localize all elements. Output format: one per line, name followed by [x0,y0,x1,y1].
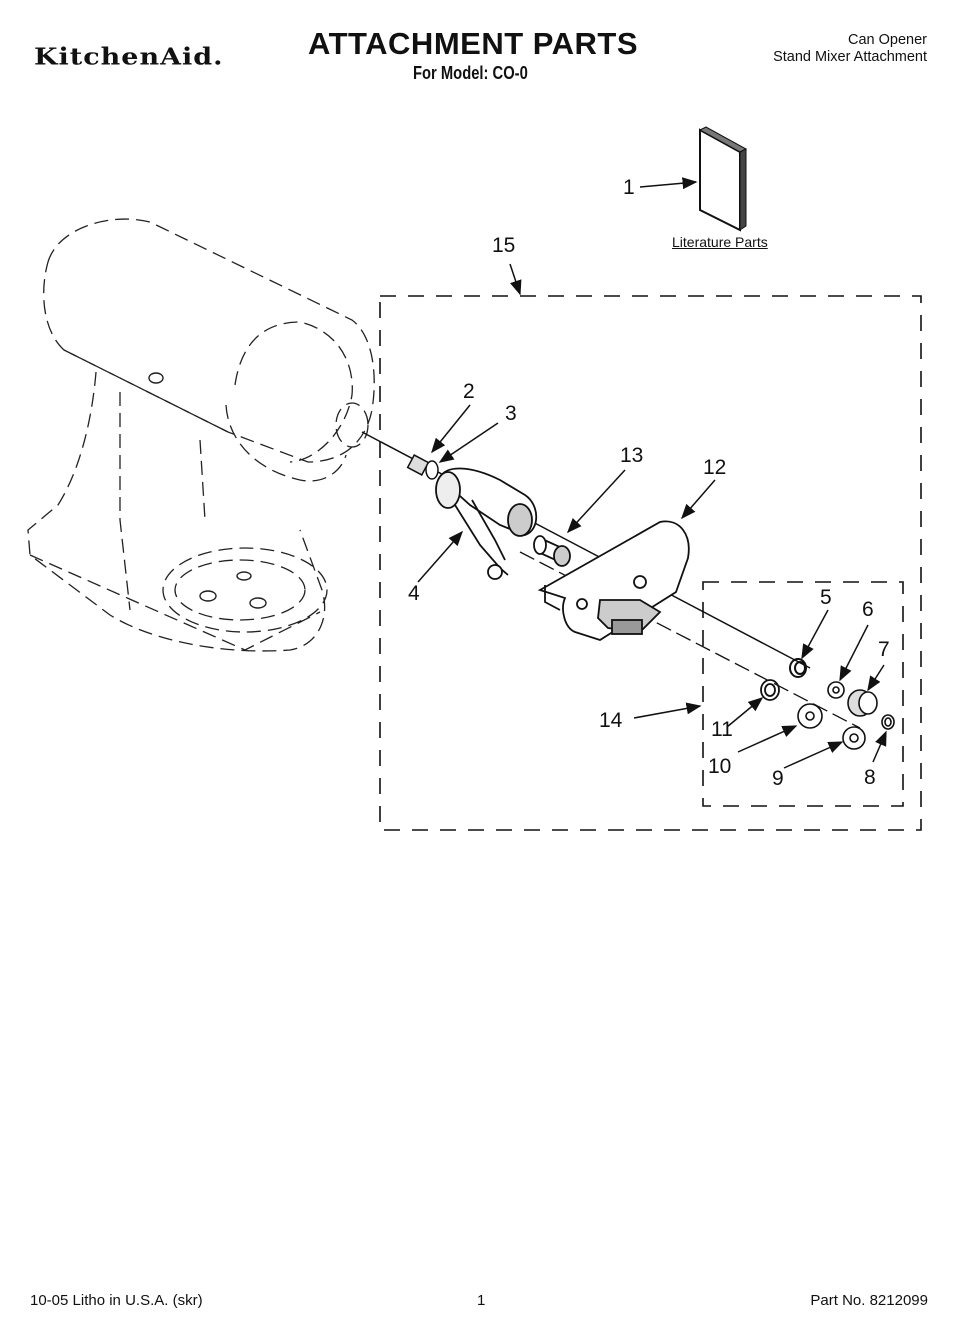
callout-6: 6 [862,598,874,621]
washer-icon [760,679,780,701]
cutter-plate-icon [537,520,690,641]
assembly-15-boundary [379,295,922,831]
callout-11: 11 [711,718,733,741]
callout-13: 13 [620,444,644,467]
brand-logo: KitchenAid. [34,44,224,71]
page-title: ATTACHMENT PARTS [308,26,639,61]
assembly-14-boundary [702,581,904,807]
callout-leaders [417,177,887,769]
part-number: Part No. 8212099 [810,1292,928,1309]
shaft-pin-icon [406,454,439,480]
callout-14: 14 [599,709,623,732]
callout-15: 15 [492,234,516,257]
small-gear-icon [827,681,845,699]
literature-parts-label: Literature Parts [672,234,768,250]
page-number: 1 [477,1292,486,1309]
lower-axis-line [519,551,861,729]
callout-1: 1 [623,176,635,199]
knob-icon [847,689,878,717]
callout-2: 2 [463,380,475,403]
stand-mixer-outline [27,218,375,652]
callout-8: 8 [864,766,876,789]
callout-12: 12 [703,456,727,479]
spring-icon [789,658,807,678]
callout-5: 5 [820,586,832,609]
product-description: Can Opener Stand Mixer Attachment [773,32,927,66]
bushing-icon [533,535,571,567]
model-line: For Model: CO-0 [413,63,528,83]
cutting-wheel-icon [842,726,866,750]
callout-9: 9 [772,767,784,790]
product-line-2: Stand Mixer Attachment [773,49,927,65]
callout-3: 3 [505,402,517,425]
callout-10: 10 [708,755,732,778]
litho-note: 10-05 Litho in U.S.A. (skr) [30,1292,203,1309]
mixer-feet-icon [148,372,267,609]
product-line-1: Can Opener [848,32,927,48]
drive-gear-icon [797,703,823,729]
retaining-ring-icon [881,714,895,730]
literature-booklet-icon [698,126,748,232]
housing-icon [435,467,538,580]
callout-4: 4 [408,582,420,605]
callout-7: 7 [878,638,890,661]
